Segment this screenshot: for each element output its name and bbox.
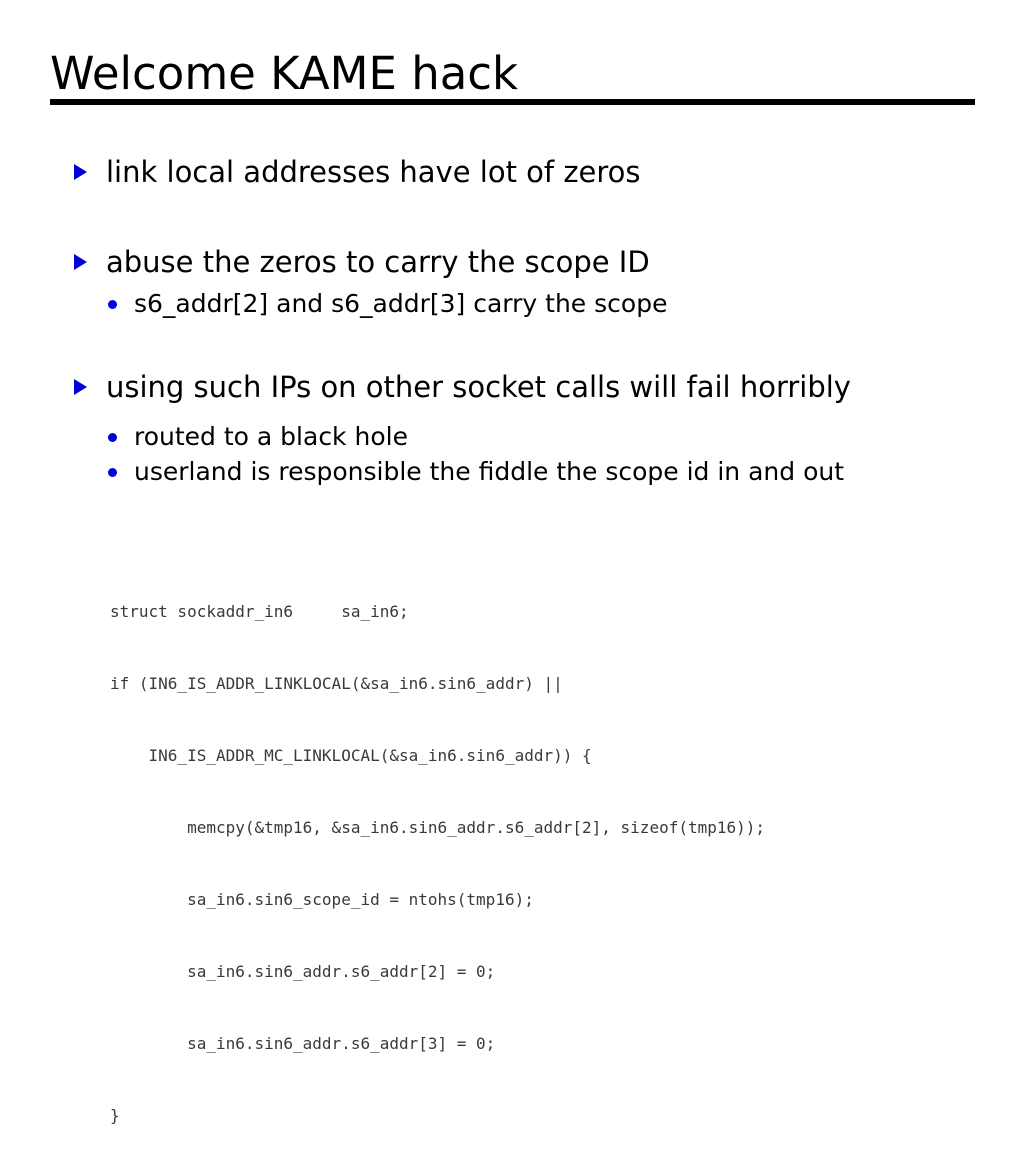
bullet-text: abuse the zeros to carry the scope ID bbox=[106, 245, 650, 279]
code-line: sa_in6.sin6_scope_id = ntohs(tmp16); bbox=[110, 890, 534, 909]
code-sample: struct sockaddr_in6 sa_in6; if (IN6_IS_A… bbox=[110, 552, 765, 1176]
bullet-text: link local addresses have lot of zeros bbox=[106, 155, 641, 189]
dot-marker-icon bbox=[108, 468, 117, 477]
sub-bullet-text: userland is responsible the fiddle the s… bbox=[134, 457, 845, 486]
code-line: } bbox=[110, 1106, 120, 1125]
sub-bullet-text: routed to a black hole bbox=[134, 422, 408, 451]
title-block: Welcome KAME hack bbox=[50, 48, 976, 100]
bullet-item-abuse-zeros: abuse the zeros to carry the scope ID bbox=[72, 238, 977, 286]
code-line: memcpy(&tmp16, &sa_in6.sin6_addr.s6_addr… bbox=[110, 818, 766, 837]
bullet-spacer bbox=[72, 411, 977, 419]
sub-bullet-item-userland: userland is responsible the fiddle the s… bbox=[72, 454, 977, 489]
sub-bullet-item-black-hole: routed to a black hole bbox=[72, 419, 977, 454]
title-divider bbox=[50, 99, 975, 105]
code-line: sa_in6.sin6_addr.s6_addr[3] = 0; bbox=[110, 1034, 496, 1053]
page-title: Welcome KAME hack bbox=[50, 47, 519, 100]
code-line: struct sockaddr_in6 sa_in6; bbox=[110, 602, 409, 621]
triangle-marker-icon bbox=[74, 254, 87, 270]
bullet-text: using such IPs on other socket calls wil… bbox=[106, 370, 851, 404]
triangle-marker-icon bbox=[74, 379, 87, 395]
bullet-spacer bbox=[72, 321, 977, 363]
sub-bullet-text: s6_addr[2] and s6_addr[3] carry the scop… bbox=[134, 289, 668, 318]
bullet-spacer bbox=[72, 196, 977, 238]
bullet-list: link local addresses have lot of zeros a… bbox=[72, 148, 977, 489]
bullet-item-link-local: link local addresses have lot of zeros bbox=[72, 148, 977, 196]
bullet-item-socket-calls-fail: using such IPs on other socket calls wil… bbox=[72, 363, 977, 411]
slide-canvas: Welcome KAME hack link local addresses h… bbox=[50, 47, 977, 1125]
dot-marker-icon bbox=[108, 300, 117, 309]
triangle-marker-icon bbox=[74, 164, 87, 180]
code-line: if (IN6_IS_ADDR_LINKLOCAL(&sa_in6.sin6_a… bbox=[110, 674, 563, 693]
sub-bullet-item-s6-addr: s6_addr[2] and s6_addr[3] carry the scop… bbox=[72, 286, 977, 321]
code-line: IN6_IS_ADDR_MC_LINKLOCAL(&sa_in6.sin6_ad… bbox=[110, 746, 592, 765]
dot-marker-icon bbox=[108, 433, 117, 442]
code-line: sa_in6.sin6_addr.s6_addr[2] = 0; bbox=[110, 962, 496, 981]
